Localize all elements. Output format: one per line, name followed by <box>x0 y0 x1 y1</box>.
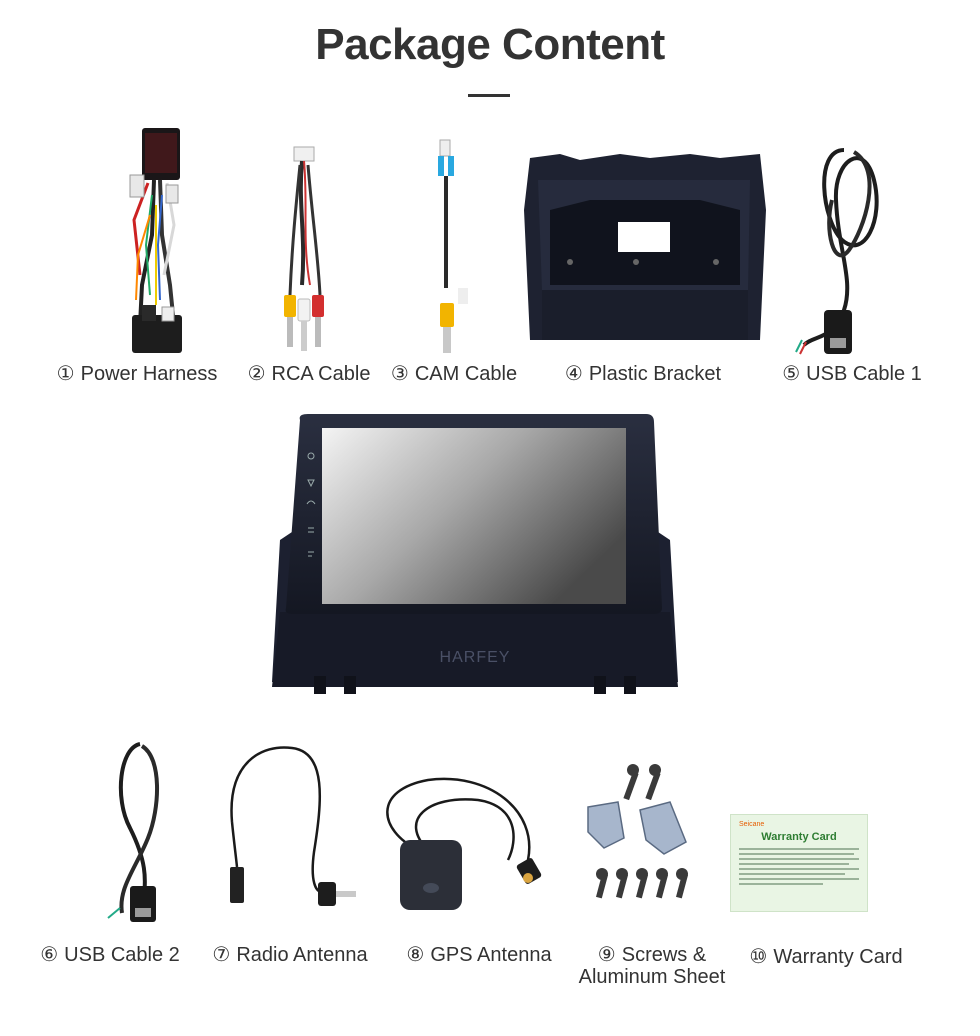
gps-antenna-image <box>386 777 542 910</box>
head-unit-device: HARFEY <box>260 412 690 697</box>
warranty-card-image: Seicane Warranty Card <box>730 814 868 912</box>
power-harness-image <box>129 128 182 353</box>
cam-cable-image <box>438 139 468 353</box>
plastic-bracket-image <box>524 154 766 340</box>
rca-cable-image <box>284 146 324 351</box>
radio-antenna-image <box>230 746 356 906</box>
warranty-card-text-lines <box>739 848 859 885</box>
device-brand-logo: HARFEY <box>440 649 511 666</box>
page-title: Package Content <box>315 20 665 69</box>
screws-aluminum-sheet-image <box>587 764 689 899</box>
warranty-card-brand: Seicane <box>739 821 765 828</box>
usb-cable-2-image <box>107 742 160 922</box>
usb-cable-1-image <box>795 148 879 355</box>
title-underline <box>468 94 510 97</box>
warranty-card-heading: Warranty Card <box>761 831 837 843</box>
